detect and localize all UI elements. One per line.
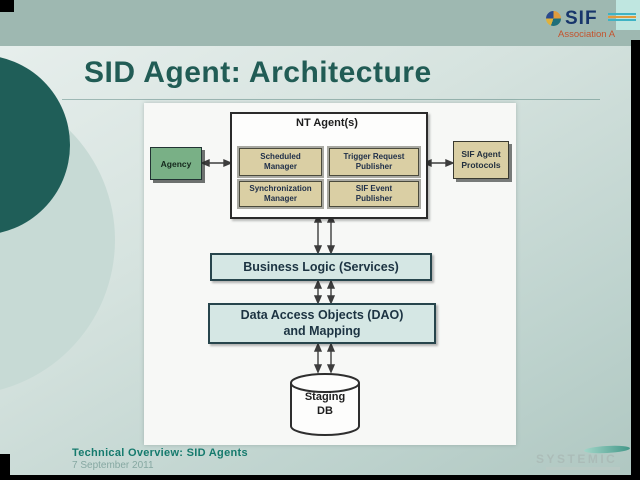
dao-label-line: Data Access Objects (DAO) (240, 307, 404, 322)
database-cylinder-icon (290, 373, 360, 436)
module-synchronization-manager: Synchronization Manager (237, 179, 324, 209)
sif-agent-protocols-box: SIF Agent Protocols (453, 141, 509, 179)
top-band (0, 0, 640, 46)
business-logic-label: Business Logic (Services) (243, 260, 399, 274)
module-label-line: Scheduled (260, 152, 301, 162)
staging-db-line2: DB (317, 405, 333, 418)
video-artifact-right (631, 40, 640, 480)
corner-decoration (616, 0, 640, 30)
agency-label: Agency (160, 158, 192, 169)
sif-logo-fineprint (608, 12, 636, 24)
protocol-label-line: Protocols (461, 160, 501, 170)
module-label-line: Manager (264, 194, 297, 203)
module-label-line: Publisher (355, 194, 393, 203)
protocol-label-line: SIF Agent (461, 149, 501, 160)
nt-agent-title: NT Agent(s) (296, 117, 358, 129)
sif-association-logo: SIF Association A (546, 8, 638, 42)
dao-mapping-box: Data Access Objects (DAO) and Mapping (208, 303, 436, 344)
video-artifact-bottom (0, 475, 640, 480)
module-sif-event-publisher: SIF Event Publisher (327, 179, 421, 209)
staging-db-line1: Staging (304, 391, 346, 403)
video-artifact-top-left (0, 0, 14, 12)
module-label-line: Synchronization (249, 184, 312, 194)
staging-db-label: Staging DB (288, 390, 362, 419)
vendor-logo-tagline (546, 467, 620, 470)
module-label-line: SIF Event (355, 184, 393, 194)
footer-date: 7 September 2011 (72, 460, 154, 471)
vendor-logo: SYSTEMIC (536, 444, 632, 474)
agency-box: Agency (150, 147, 202, 180)
module-trigger-request-publisher: Trigger Request Publisher (327, 146, 421, 178)
module-scheduled-manager: Scheduled Manager (237, 146, 324, 178)
sif-logo-subtext: Association A (558, 29, 616, 40)
module-label-line: Publisher (355, 162, 393, 171)
business-logic-box: Business Logic (Services) (210, 253, 432, 281)
dao-label-line: and Mapping (283, 323, 361, 338)
module-label-line: Manager (264, 162, 297, 171)
sif-globe-icon (546, 11, 561, 26)
vendor-logo-text: SYSTEMIC (536, 452, 618, 466)
footer-presentation-title: Technical Overview: SID Agents (72, 447, 248, 459)
sif-logo-text: SIF (565, 8, 598, 29)
video-artifact-bottom-left (0, 454, 10, 480)
title-underline (62, 99, 600, 100)
module-label-line: Trigger Request (343, 152, 405, 162)
slide-title: SID Agent: Architecture (84, 56, 432, 89)
